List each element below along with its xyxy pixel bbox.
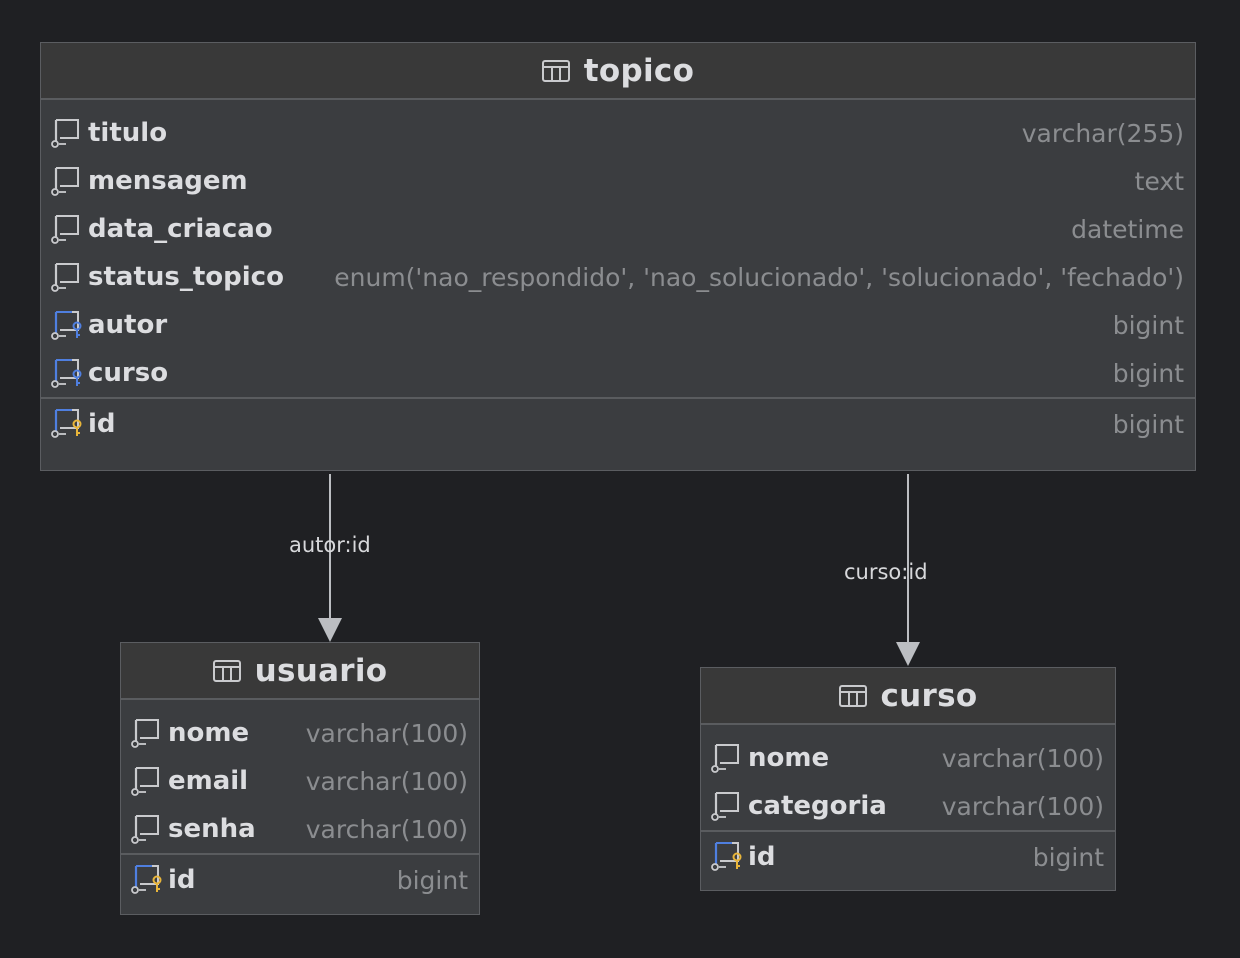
column-name: senha xyxy=(168,814,256,844)
column-row[interactable]: status_topico enum('nao_respondido', 'nao… xyxy=(41,253,1195,301)
column-type: datetime xyxy=(1071,214,1184,244)
table-topico[interactable]: topico titulo varchar(255) mensagem text dat… xyxy=(40,42,1196,471)
column-icon xyxy=(51,215,79,244)
primary-key-column-icon xyxy=(711,842,742,871)
primary-key-divider xyxy=(121,853,479,855)
table-header[interactable]: curso xyxy=(701,668,1115,725)
primary-key-section: id bigint xyxy=(41,399,1195,449)
column-row[interactable]: nome varchar(100) xyxy=(701,734,1115,782)
table-header[interactable]: topico xyxy=(41,43,1195,100)
primary-key-divider xyxy=(41,397,1195,399)
column-name: curso xyxy=(88,358,169,388)
column-type: varchar(100) xyxy=(305,814,468,844)
column-icon xyxy=(51,119,79,148)
column-row[interactable]: curso bigint xyxy=(41,349,1195,397)
table-grid-icon xyxy=(838,684,867,707)
relation-topico-usuario[interactable] xyxy=(318,474,342,642)
column-type: varchar(100) xyxy=(941,791,1104,821)
column-type: bigint xyxy=(1112,310,1184,340)
column-row[interactable]: autor bigint xyxy=(41,301,1195,349)
relation-label-curso: curso:id xyxy=(844,560,928,584)
column-icon xyxy=(131,719,159,748)
column-name: nome xyxy=(168,718,250,748)
column-row[interactable]: categoria varchar(100) xyxy=(701,782,1115,830)
foreign-key-column-icon xyxy=(51,311,82,340)
column-name: status_topico xyxy=(88,262,284,292)
column-type: bigint xyxy=(1032,842,1104,872)
column-row[interactable]: nome varchar(100) xyxy=(121,709,479,757)
column-type: varchar(100) xyxy=(941,743,1104,773)
column-name: mensagem xyxy=(88,166,248,196)
column-icon xyxy=(131,767,159,796)
column-row[interactable]: titulo varchar(255) xyxy=(41,109,1195,157)
column-row[interactable]: email varchar(100) xyxy=(121,757,479,805)
column-icon xyxy=(711,792,739,821)
column-row[interactable]: mensagem text xyxy=(41,157,1195,205)
column-icon xyxy=(131,815,159,844)
primary-key-divider xyxy=(701,830,1115,832)
primary-key-column-icon xyxy=(51,409,82,438)
column-name: nome xyxy=(748,743,830,773)
column-type: bigint xyxy=(396,865,468,895)
primary-key-section: id bigint xyxy=(121,855,479,905)
primary-key-row[interactable]: id bigint xyxy=(701,832,1115,882)
column-name: email xyxy=(168,766,249,796)
column-type: varchar(100) xyxy=(305,766,468,796)
table-header[interactable]: usuario xyxy=(121,643,479,700)
column-row[interactable]: data_criacao datetime xyxy=(41,205,1195,253)
column-icon xyxy=(51,263,79,292)
column-type: bigint xyxy=(1112,358,1184,388)
primary-key-column-icon xyxy=(131,865,162,894)
column-type: varchar(255) xyxy=(1021,118,1184,148)
relation-label-autor: autor:id xyxy=(289,533,371,557)
column-type: varchar(100) xyxy=(305,718,468,748)
primary-key-row[interactable]: id bigint xyxy=(121,855,479,905)
column-name: id xyxy=(168,865,196,895)
column-name: id xyxy=(88,409,116,439)
column-type: bigint xyxy=(1112,409,1184,439)
primary-key-row[interactable]: id bigint xyxy=(41,399,1195,449)
column-list: nome varchar(100) email varchar(100) senha va… xyxy=(121,700,479,853)
table-name: usuario xyxy=(254,652,388,689)
column-icon xyxy=(51,167,79,196)
column-name: id xyxy=(748,842,776,872)
column-row[interactable]: senha varchar(100) xyxy=(121,805,479,853)
foreign-key-column-icon xyxy=(51,359,82,388)
table-name: curso xyxy=(880,677,978,714)
table-name: topico xyxy=(583,52,695,89)
column-name: titulo xyxy=(88,118,168,148)
column-type: text xyxy=(1134,166,1184,196)
column-list: titulo varchar(255) mensagem text data_criac… xyxy=(41,100,1195,397)
table-grid-icon xyxy=(541,59,570,82)
table-curso[interactable]: curso nome varchar(100) categoria varchar(1… xyxy=(700,667,1116,891)
column-name: data_criacao xyxy=(88,214,273,244)
primary-key-section: id bigint xyxy=(701,832,1115,882)
column-name: autor xyxy=(88,310,168,340)
column-type: enum('nao_respondido', 'nao_solucionado'… xyxy=(334,262,1184,292)
table-grid-icon xyxy=(212,659,241,682)
table-usuario[interactable]: usuario nome varchar(100) email varchar(100… xyxy=(120,642,480,915)
column-name: categoria xyxy=(748,791,887,821)
column-list: nome varchar(100) categoria varchar(100) xyxy=(701,725,1115,830)
column-icon xyxy=(711,744,739,773)
